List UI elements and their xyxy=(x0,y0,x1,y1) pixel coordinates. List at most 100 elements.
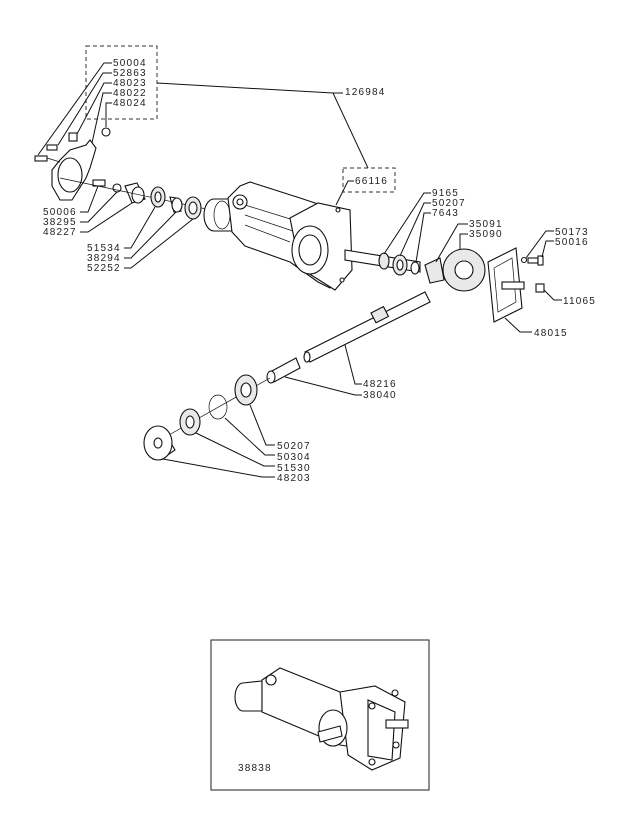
case-bore-inner xyxy=(298,234,322,266)
housing-dashed-box xyxy=(342,167,396,193)
inset-assembly-number: 38838 xyxy=(238,763,272,774)
gearbox-housing xyxy=(203,181,353,291)
leader-9165 xyxy=(383,192,431,255)
shaft-end xyxy=(303,351,311,363)
assembly-axis xyxy=(59,177,231,215)
callout-50207-top: 50207 xyxy=(432,198,466,209)
callout-35090: 35090 xyxy=(469,229,503,240)
leader-50207-top xyxy=(399,202,431,257)
bearing-bore xyxy=(240,382,252,398)
leader-50207-lower xyxy=(249,404,275,446)
callout-7643: 7643 xyxy=(432,208,459,219)
bearing-bore xyxy=(188,201,198,215)
leader-48203 xyxy=(162,458,275,478)
body-rib-3 xyxy=(244,224,291,243)
snap-ring-50304 xyxy=(208,394,228,420)
bolt-52863 xyxy=(46,144,58,151)
front-bearing-group: 51534 38294 52252 xyxy=(87,186,202,274)
callout-48023: 48023 xyxy=(113,78,147,89)
leader-48024 xyxy=(105,102,112,127)
pinion-gear-group: 9165 50207 7643 35091 35090 xyxy=(344,188,503,292)
leader-48015 xyxy=(504,317,532,333)
leader-50016 xyxy=(541,240,554,258)
inset-collar-body xyxy=(242,680,263,712)
leader-38294 xyxy=(124,211,177,259)
cover-group: 50173 50016 11065 48015 xyxy=(487,227,596,339)
callout-38295: 38295 xyxy=(43,217,77,228)
leader-35091 xyxy=(435,223,468,263)
leader-51530 xyxy=(195,432,275,467)
leader-7643 xyxy=(415,212,431,263)
leader-48216 xyxy=(344,344,362,385)
callout-52863: 52863 xyxy=(113,68,147,79)
spacer-face xyxy=(171,197,183,213)
seal-bore xyxy=(185,415,195,429)
callout-66116: 66116 xyxy=(355,176,388,187)
callout-48227: 48227 xyxy=(43,227,77,238)
callout-11065: 11065 xyxy=(563,296,596,307)
callout-52252: 52252 xyxy=(87,263,121,274)
leader-126984-to-66116 xyxy=(332,92,369,169)
callout-50304: 50304 xyxy=(277,452,311,463)
pulley-bore xyxy=(153,437,163,449)
inset-bolt xyxy=(392,741,400,749)
shaft-48216 xyxy=(304,291,431,363)
bolt-50016 xyxy=(527,255,544,266)
leader-66116 xyxy=(335,180,354,206)
leader-11065 xyxy=(543,289,562,301)
leader-35090 xyxy=(459,233,468,249)
callout-50207-lower: 50207 xyxy=(277,441,311,452)
inset-bolt xyxy=(368,758,376,766)
callout-48203: 48203 xyxy=(277,473,311,484)
left-bracket-group: 50006 38295 48227 xyxy=(34,127,231,238)
seal-bore xyxy=(154,191,162,203)
leader-50173 xyxy=(525,230,554,259)
callout-48015: 48015 xyxy=(534,328,568,339)
callout-50004: 50004 xyxy=(113,58,147,69)
bearing-bore xyxy=(396,259,404,271)
leader-52863 xyxy=(57,72,112,146)
kit-group: 50004 52863 48023 48022 48024 126984 661… xyxy=(37,45,396,206)
callout-50006: 50006 xyxy=(43,207,77,218)
callout-38040: 38040 xyxy=(363,390,397,401)
plug-11065 xyxy=(535,283,545,293)
leader-48227 xyxy=(80,202,133,233)
assembled-view-inset: 38838 xyxy=(210,639,430,791)
pinion-gear-35091 xyxy=(424,257,445,284)
nut-48024 xyxy=(101,127,111,137)
ring-7643 xyxy=(410,261,420,275)
case-bolt xyxy=(339,277,345,283)
callout-48022: 48022 xyxy=(113,88,147,99)
callout-51534: 51534 xyxy=(87,243,121,254)
callout-38294: 38294 xyxy=(87,253,121,264)
leader-kit-to-126984 xyxy=(156,82,334,94)
inset-ear xyxy=(265,674,277,686)
washer-50173 xyxy=(520,256,528,264)
inset-frame xyxy=(210,639,430,791)
washer-9165 xyxy=(378,252,390,270)
body-rib-2 xyxy=(244,214,297,233)
leader-38295 xyxy=(80,191,118,223)
callout-50173: 50173 xyxy=(555,227,589,238)
leader-50006 xyxy=(80,185,99,213)
leader-52252 xyxy=(124,218,194,269)
callout-48024: 48024 xyxy=(113,98,147,109)
callout-9165: 9165 xyxy=(432,188,459,199)
callout-126984: 126984 xyxy=(345,87,386,98)
callout-51530: 51530 xyxy=(277,463,311,474)
inset-bolt xyxy=(391,689,399,697)
callout-48216: 48216 xyxy=(363,379,397,390)
bushing-face xyxy=(131,186,145,204)
inset-cover xyxy=(367,699,396,761)
shaft-spline xyxy=(370,305,390,324)
leader-51534 xyxy=(124,206,156,249)
gear-hub xyxy=(454,260,474,280)
lower-stack-group: 50207 50304 51530 48203 xyxy=(143,374,311,484)
bracket-hole xyxy=(57,157,83,193)
leader-38040 xyxy=(284,376,362,396)
callout-35091: 35091 xyxy=(469,219,503,230)
sleeve-face xyxy=(266,370,276,384)
kit-dashed-box xyxy=(85,45,158,120)
cover-tab xyxy=(501,281,525,290)
